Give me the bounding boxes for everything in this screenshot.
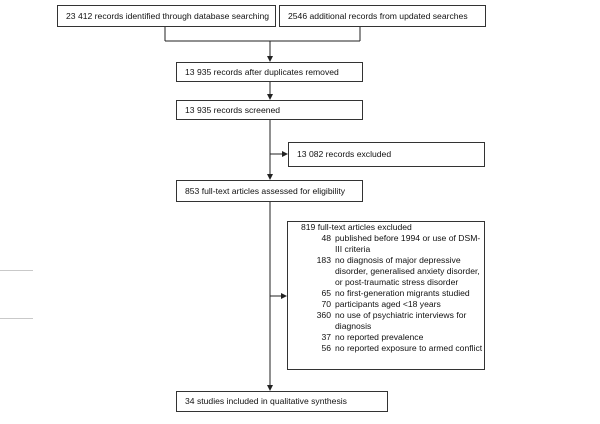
reason-count: 183 — [316, 255, 331, 265]
reason-count: 56 — [321, 343, 331, 353]
exclusion-reason: 37 no reported prevalence — [289, 332, 484, 343]
box-label: 13 935 records screened — [185, 104, 281, 115]
reason-text: no diagnosis of major depressive disorde… — [335, 255, 480, 287]
reason-text: participants aged <18 years — [335, 299, 441, 309]
box-label: 2546 additional records from updated sea… — [288, 10, 468, 21]
exclusion-reasons-list: 819 full-text articles excluded 48 publi… — [289, 222, 484, 354]
box-label: 34 studies included in qualitative synth… — [185, 396, 347, 406]
additional-records-box: 2546 additional records from updated sea… — [279, 5, 486, 27]
box-label: 23 412 records identified through databa… — [66, 10, 270, 21]
records-screened-box: 13 935 records screened — [176, 100, 363, 120]
studies-included-box: 34 studies included in qualitative synth… — [176, 391, 388, 412]
margin-rule — [0, 270, 33, 271]
exclusion-reason: 183 no diagnosis of major depressive dis… — [289, 255, 484, 288]
exclusion-reason: 56 no reported exposure to armed conflic… — [289, 343, 484, 354]
reason-count: 48 — [321, 233, 331, 243]
reason-text: no reported exposure to armed conflict — [335, 343, 483, 353]
reason-text: published before 1994 or use of DSM-III … — [335, 233, 481, 254]
records-excluded-box: 13 082 records excluded — [288, 142, 485, 167]
after-duplicates-box: 13 935 records after duplicates removed — [176, 62, 363, 82]
exclusion-reason: 70 participants aged <18 years — [289, 299, 484, 310]
database-records-box: 23 412 records identified through databa… — [57, 5, 276, 27]
reason-text: no reported prevalence — [335, 332, 424, 342]
exclusion-reason: 360 no use of psychiatric interviews for… — [289, 310, 484, 332]
exclusion-reason: 65 no first-generation migrants studied — [289, 288, 484, 299]
reason-text: no first-generation migrants studied — [335, 288, 470, 298]
reason-text: no use of psychiatric interviews for dia… — [335, 310, 467, 331]
reason-count: 65 — [321, 288, 331, 298]
box-label: 13 082 records excluded — [297, 149, 392, 159]
box-label: 853 full-text articles assessed for elig… — [185, 185, 346, 196]
reason-count: 70 — [321, 299, 331, 309]
full-text-assessed-box: 853 full-text articles assessed for elig… — [176, 180, 363, 202]
reason-count: 37 — [321, 332, 331, 342]
box-label: 13 935 records after duplicates removed — [185, 66, 339, 77]
exclusion-reason: 48 published before 1994 or use of DSM-I… — [289, 233, 484, 255]
exclusion-heading: 819 full-text articles excluded — [301, 222, 412, 232]
full-text-excluded-box — [287, 221, 485, 370]
reason-count: 360 — [316, 310, 331, 320]
margin-rule — [0, 318, 33, 319]
